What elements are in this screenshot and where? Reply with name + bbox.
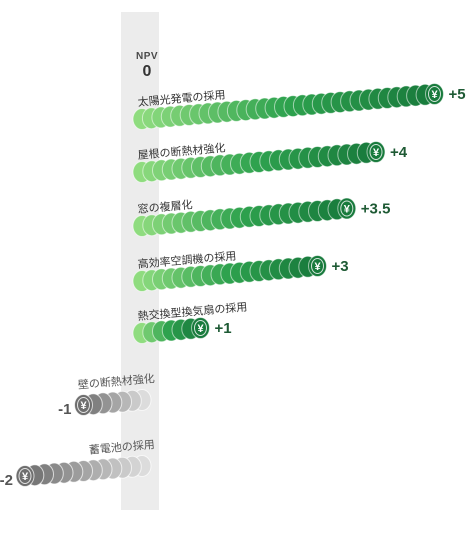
yen-icon: ¥ bbox=[314, 261, 321, 273]
bar-end-coin-ring bbox=[340, 200, 354, 217]
bar-end-coin-ring bbox=[369, 144, 383, 160]
category-label: 壁の断熱材強化 bbox=[77, 371, 155, 392]
yen-icon: ¥ bbox=[197, 323, 204, 335]
bar-row-6: ¥ 壁の断熱材強化 -1 bbox=[58, 371, 155, 418]
bar-row-3: ¥ 窓の複層化 +3.5 bbox=[132, 197, 391, 237]
bar-end-coin-ring bbox=[311, 258, 324, 274]
yen-icon: ¥ bbox=[431, 89, 438, 101]
npv-axis-title: NPV bbox=[135, 51, 159, 62]
value-label: -1 bbox=[58, 401, 71, 418]
yen-icon: ¥ bbox=[80, 400, 87, 412]
value-label: +4 bbox=[390, 144, 408, 161]
bar-row-4: ¥高効率空調機の採用+3 bbox=[132, 248, 349, 292]
bar-end-coin-ring bbox=[428, 86, 441, 102]
bar-end-coin-ring bbox=[18, 468, 32, 484]
yen-icon: ¥ bbox=[344, 204, 351, 216]
zero-axis-band bbox=[121, 12, 159, 510]
category-label: 窓の複層化 bbox=[137, 197, 193, 216]
value-label: -2 bbox=[0, 472, 13, 489]
value-label: +3.5 bbox=[361, 201, 391, 218]
bar-row-2: ¥屋根の断熱材強化+4 bbox=[132, 140, 408, 183]
yen-icon: ¥ bbox=[22, 471, 29, 483]
bar-row-1: ¥太陽光発電の採用+5 bbox=[132, 83, 466, 130]
npv-zero-label: 0 bbox=[142, 63, 152, 80]
bar-row-7: ¥ 蓄電池の採用 -2 bbox=[0, 437, 155, 489]
value-label: +1 bbox=[215, 320, 232, 337]
value-label: +5 bbox=[449, 86, 466, 103]
bar-end-coin-ring bbox=[77, 397, 90, 413]
yen-icon: ¥ bbox=[373, 147, 380, 159]
value-label: +3 bbox=[332, 258, 349, 275]
category-label: 蓄電池の採用 bbox=[88, 437, 155, 457]
bar-row-5: ¥熱交換型換気扇の採用+1 bbox=[132, 299, 248, 344]
bar-end-coin-ring bbox=[194, 320, 207, 336]
